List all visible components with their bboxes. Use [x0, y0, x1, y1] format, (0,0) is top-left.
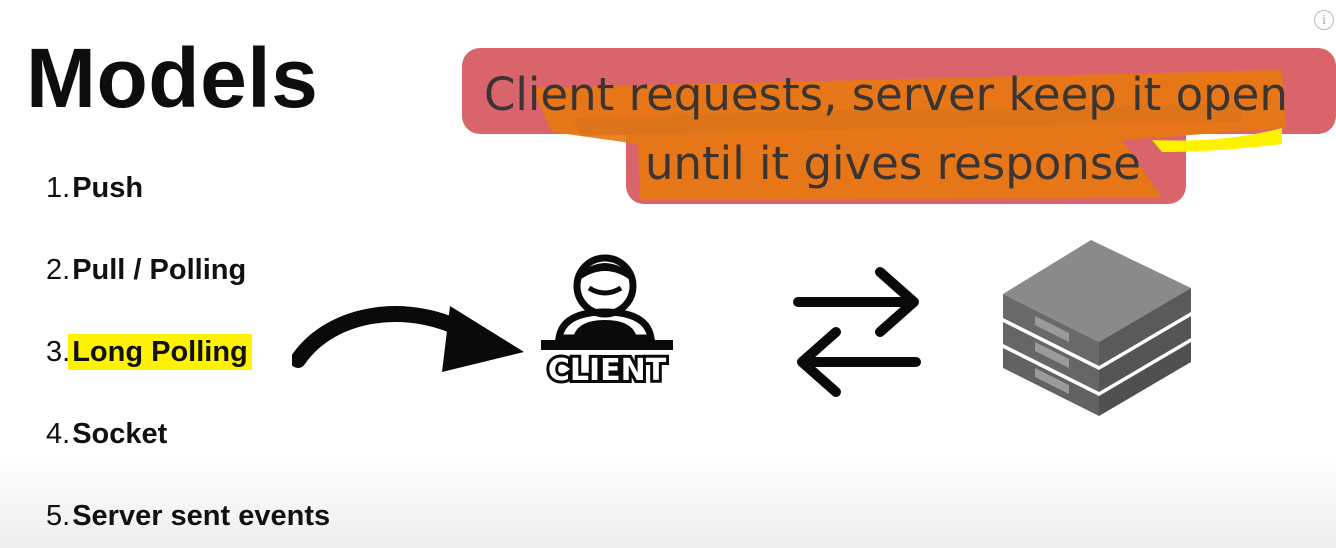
info-icon[interactable]: i — [1314, 10, 1334, 30]
model-label: Pull / Polling — [72, 254, 247, 286]
model-number: 2. — [46, 254, 71, 286]
model-number: 3. — [46, 336, 71, 368]
bidirectional-arrows-icon — [790, 262, 926, 407]
model-label: Push — [72, 172, 144, 204]
model-label-highlighted: Long Polling — [68, 334, 252, 370]
slide-title: Models — [26, 31, 319, 125]
model-item-long-polling: 3.Long Polling — [46, 334, 252, 370]
client-label: CLIENT — [548, 353, 667, 388]
model-number: 1. — [46, 172, 71, 204]
model-label: Server sent events — [72, 500, 331, 532]
bottom-fade — [0, 453, 1336, 548]
model-number: 5. — [46, 500, 71, 532]
model-item-push: 1.Push — [46, 172, 143, 205]
model-item-server-sent-events: 5.Server sent events — [46, 500, 330, 533]
model-item-pull-polling: 2.Pull / Polling — [46, 254, 246, 287]
callout-background — [462, 48, 1336, 204]
client-user-icon: CLIENT — [537, 252, 677, 393]
model-item-socket: 4.Socket — [46, 418, 167, 451]
callout-line-1: Client requests, server keep it open — [484, 68, 1288, 121]
callout-line-2: until it gives response — [645, 137, 1141, 190]
model-number: 4. — [46, 418, 71, 450]
callout-box: Client requests, server keep it open unt… — [462, 48, 1336, 206]
server-rack-icon — [995, 232, 1195, 422]
curved-arrow-icon — [290, 290, 528, 385]
model-label: Socket — [72, 418, 168, 450]
